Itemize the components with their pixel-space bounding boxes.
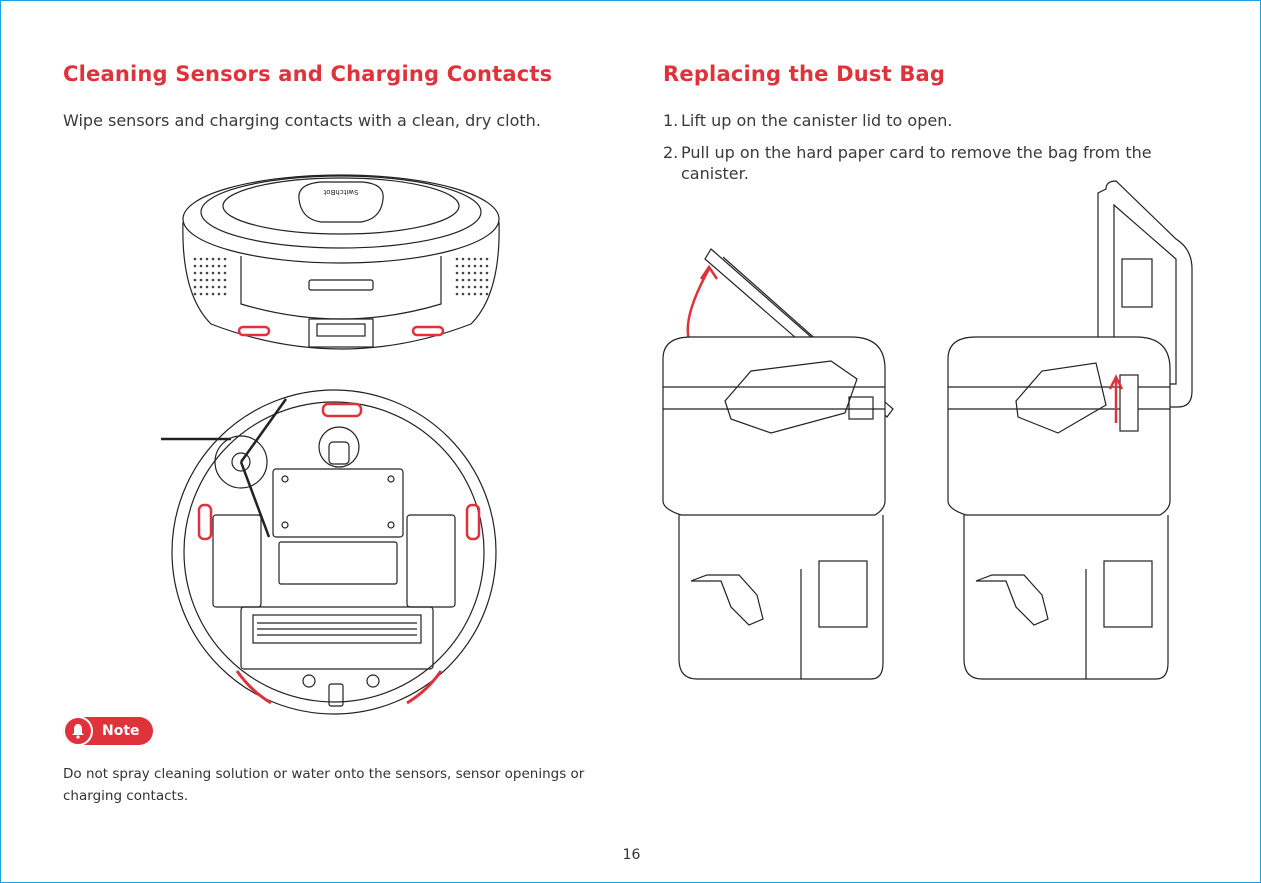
dock-lid-open-illustration xyxy=(662,248,894,680)
page-number: 16 xyxy=(622,847,641,863)
robot-logo-text: SwitchBot xyxy=(323,188,358,196)
step-1-number: 1. xyxy=(663,111,679,130)
left-section-title: Cleaning Sensors and Charging Contacts xyxy=(63,62,553,86)
note-label: Note xyxy=(102,723,140,739)
right-section-title: Replacing the Dust Bag xyxy=(663,62,946,86)
step-2: 2. Pull up on the hard paper card to rem… xyxy=(663,142,1183,184)
dock-bag-removal-illustration xyxy=(947,180,1193,680)
note-badge: Note xyxy=(63,716,153,746)
left-instruction: Wipe sensors and charging contacts with … xyxy=(63,111,541,130)
step-1: 1. Lift up on the canister lid to open. xyxy=(663,110,1183,131)
step-2-number: 2. xyxy=(663,143,679,162)
note-text: Do not spray cleaning solution or water … xyxy=(63,766,585,804)
steps-list: 1. Lift up on the canister lid to open. … xyxy=(663,110,1183,195)
robot-top-view-illustration: SwitchBot xyxy=(182,174,500,350)
step-1-text: Lift up on the canister lid to open. xyxy=(681,111,953,130)
bell-icon xyxy=(63,716,93,746)
step-2-text: Pull up on the hard paper card to remove… xyxy=(681,143,1152,183)
robot-underside-illustration xyxy=(161,389,497,715)
